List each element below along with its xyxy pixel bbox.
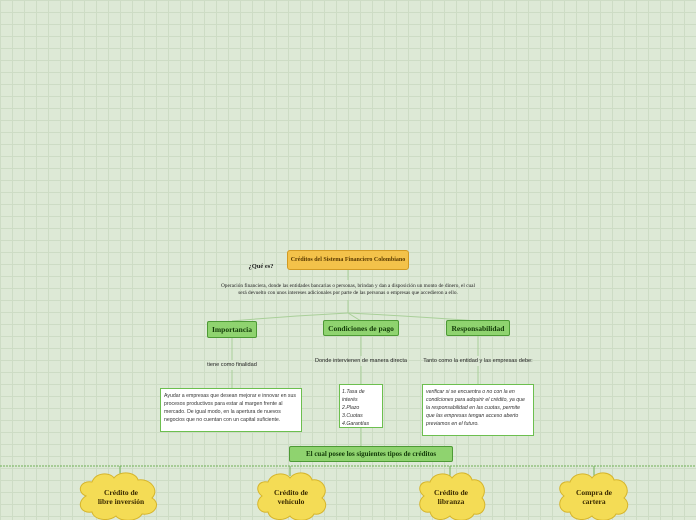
cloud-line: Crédito de — [434, 488, 468, 497]
condiciones-item: 4.Garantías — [342, 421, 370, 428]
branch-responsabilidad[interactable]: Responsabilidad — [446, 320, 510, 336]
branch-line-responsabilidad — [347, 312, 479, 322]
cloud-credito-vehiculo[interactable]: Crédito de vehículo — [256, 488, 326, 507]
branch-responsabilidad-title: Responsabilidad — [451, 323, 505, 333]
branch-line-importancia — [231, 312, 349, 322]
cloud-shape-2 — [257, 472, 327, 520]
types-header-node[interactable]: El cual posee los siguientes tipos de cr… — [289, 446, 453, 462]
importancia-detail-text: Ayudar a empresas que desean mejorar e i… — [164, 393, 296, 424]
condiciones-item: 1.Tasa de interés — [342, 389, 365, 404]
condiciones-connector-label: Donde intervienen de manera directa — [314, 357, 408, 364]
branch-importancia[interactable]: Importancia — [207, 321, 257, 338]
condiciones-item: 3.Cuotas — [342, 413, 363, 420]
branch-condiciones-de-pago[interactable]: Condiciones de pago — [323, 320, 399, 336]
cloud-shape-4 — [559, 472, 629, 520]
root-node[interactable]: Créditos del Sistema Financiero Colombia… — [287, 250, 409, 270]
cloud-line: libre inversión — [97, 497, 145, 507]
cloud-shape-3 — [419, 472, 486, 520]
responsabilidad-detail-box: verificar si se encuentra o no con la en… — [422, 384, 534, 436]
root-title: Créditos del Sistema Financiero Colombia… — [290, 257, 406, 263]
question-label: ¿Qué es? — [248, 262, 274, 270]
cloud-credito-libranza[interactable]: Crédito de libranza — [416, 488, 486, 507]
cloud-shape-1 — [79, 472, 157, 520]
branch-condiciones-title: Condiciones de pago — [328, 323, 394, 333]
definition-text: Operación financiera, donde las entidade… — [220, 283, 476, 296]
cloud-line: Compra de — [575, 488, 613, 497]
cloud-line: Crédito de — [274, 488, 308, 497]
cloud-credito-libre-inversion[interactable]: Crédito de libre inversión — [86, 488, 156, 507]
responsabilidad-connector-label: Tanto como la entidad y las empresas deb… — [423, 357, 533, 364]
importancia-connector-label: tiene como finalidad — [207, 361, 257, 368]
condiciones-items-box: 1.Tasa de interés 2.Plazo 3.Cuotas 4.Gar… — [339, 384, 383, 428]
cloud-line: Crédito de — [104, 488, 138, 497]
importancia-detail-box: Ayudar a empresas que desean mejorar e i… — [160, 388, 302, 432]
responsabilidad-detail-text: verificar si se encuentra o no con la en… — [426, 389, 525, 428]
cloud-line: cartera — [582, 497, 606, 507]
types-header-title: El cual posee los siguientes tipos de cr… — [305, 450, 437, 458]
cloud-line: vehículo — [277, 497, 305, 507]
cloud-compra-cartera[interactable]: Compra de cartera — [559, 488, 629, 507]
branch-importancia-title: Importancia — [212, 325, 252, 334]
cloud-line: libranza — [437, 497, 465, 507]
branch-line-condiciones — [347, 312, 362, 322]
condiciones-item: 2.Plazo — [342, 405, 360, 412]
